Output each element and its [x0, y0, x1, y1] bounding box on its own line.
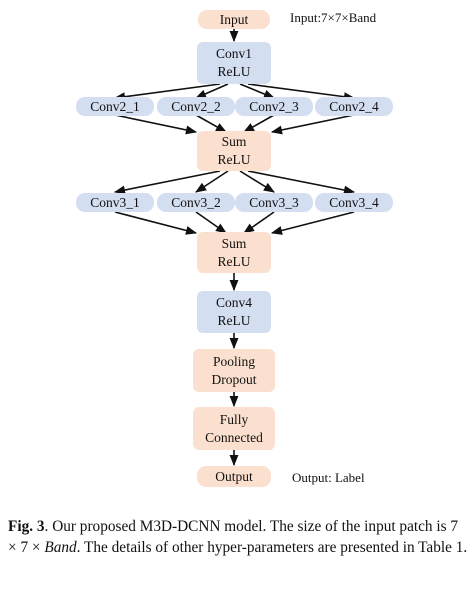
caption-text-a: . Our proposed M3D-DCNN model. The size … [8, 518, 459, 556]
arrow-conv3-4-sum2 [270, 211, 355, 235]
arrow-conv1-conv2-1 [113, 83, 221, 102]
fully-connected-node: Fully Connected [193, 407, 275, 450]
arrow-conv3-2-sum2 [195, 211, 227, 234]
output-node: Output [197, 466, 271, 487]
caption-label: Fig. 3 [8, 518, 45, 535]
arrow-conv1-conv2-4 [247, 83, 356, 102]
sum2-relu-label: ReLU [217, 253, 251, 269]
conv2-2-label: Conv2_2 [171, 98, 221, 114]
arrow-conv3-1-sum2 [114, 211, 198, 235]
conv2-3-label: Conv2_3 [249, 98, 299, 114]
input-node: Input [198, 10, 270, 29]
conv3-2-node: Conv3_2 [157, 193, 235, 212]
conv1-relu-label: ReLU [217, 64, 251, 79]
conv2-3-node: Conv2_3 [235, 97, 313, 116]
output-note: Output: Label [292, 470, 365, 485]
arrow-sum1-conv3-1 [113, 170, 221, 195]
connected-label: Connected [205, 429, 263, 445]
pooling-label: Pooling [212, 353, 255, 369]
conv2-4-node: Conv2_4 [315, 97, 393, 116]
arrow-conv2-1-sum1 [114, 114, 198, 135]
conv4-label: Conv4 [215, 295, 252, 310]
conv3-1-label: Conv3_1 [90, 194, 140, 210]
sum1-relu-label: ReLU [217, 152, 251, 167]
conv1-relu-node: Conv1 ReLU [197, 42, 271, 84]
dropout-label: Dropout [211, 371, 257, 387]
caption-math: Band [44, 539, 77, 556]
pooling-dropout-node: Pooling Dropout [193, 349, 275, 392]
sum2-label: Sum [221, 235, 247, 251]
arrow-conv1-conv2-2 [194, 83, 229, 99]
sum1-relu-node: Sum ReLU [197, 131, 271, 171]
conv2-1-node: Conv2_1 [76, 97, 154, 116]
input-note: Input:7×7×Band [290, 10, 377, 25]
conv4-relu-node: Conv4 ReLU [197, 291, 271, 333]
fully-label: Fully [219, 411, 249, 427]
arrow-sum1-conv3-3 [239, 170, 275, 193]
arrow-sum1-conv3-2 [195, 170, 229, 193]
conv2-1-label: Conv2_1 [90, 98, 140, 114]
conv1-label: Conv1 [215, 46, 252, 61]
arrow-conv2-2-sum1 [195, 114, 227, 133]
conv2-4-label: Conv2_4 [329, 98, 379, 114]
conv3-4-node: Conv3_4 [315, 193, 393, 212]
conv3-2-label: Conv3_2 [171, 194, 221, 210]
caption-text-b: . The details of other hyper-parameters … [76, 539, 468, 556]
conv3-4-label: Conv3_4 [329, 194, 379, 210]
conv3-1-node: Conv3_1 [76, 193, 154, 212]
input-label: Input [219, 11, 249, 27]
conv2-2-node: Conv2_2 [157, 97, 235, 116]
output-label: Output [215, 468, 253, 484]
figure-caption: Fig. 3. Our proposed M3D-DCNN model. The… [8, 516, 468, 558]
conv3-3-label: Conv3_3 [249, 194, 299, 210]
sum2-relu-node: Sum ReLU [197, 232, 271, 273]
arrow-conv1-conv2-3 [239, 83, 276, 99]
arrow-conv2-3-sum1 [243, 114, 275, 133]
conv3-3-node: Conv3_3 [235, 193, 313, 212]
arrow-conv3-3-sum2 [243, 211, 275, 234]
arrow-conv2-4-sum1 [270, 114, 355, 135]
sum1-label: Sum [221, 134, 247, 149]
arrow-sum1-conv3-4 [247, 170, 356, 195]
architecture-arrows [113, 29, 356, 467]
conv4-relu-label: ReLU [217, 313, 251, 328]
